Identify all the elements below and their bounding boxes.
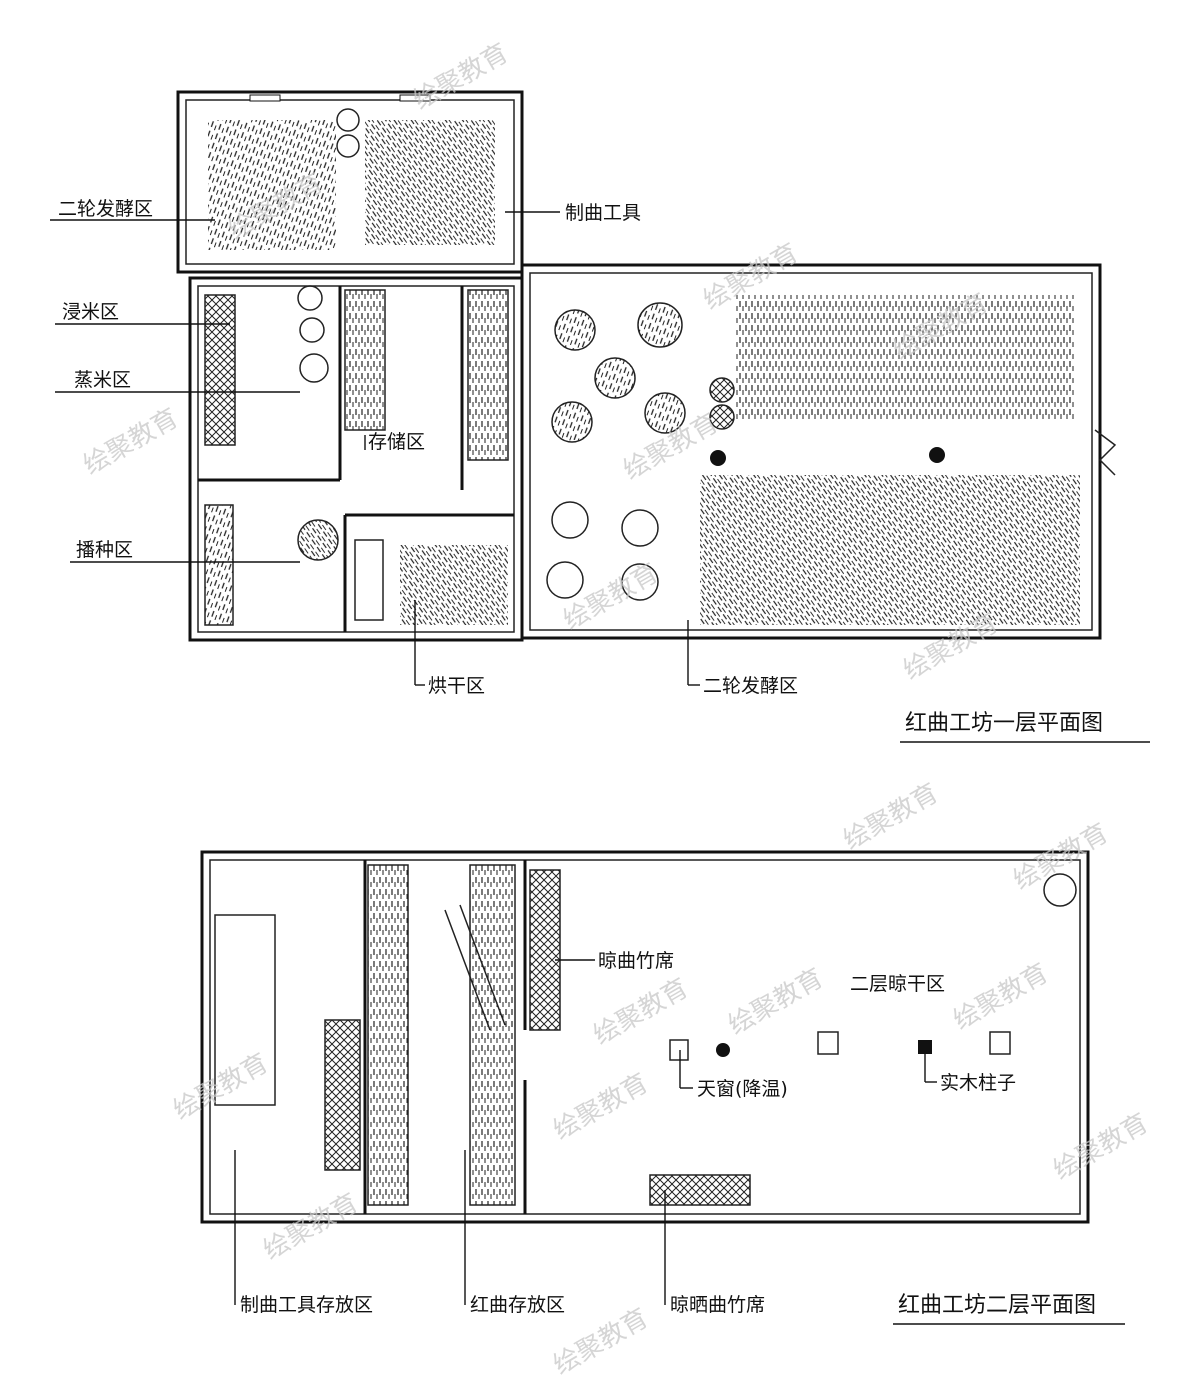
watermark-text: 绘聚教育 [724,963,829,1041]
watermark-text: 绘聚教育 [169,1048,274,1126]
skylight-icon [817,1031,839,1055]
fermentation-bed [365,120,495,245]
label-tool-storage: 制曲工具存放区 [240,1294,373,1316]
fermentation-bed [735,295,1075,420]
worker-figure-icon [336,108,360,132]
drying-bed [400,545,508,625]
column-icon [710,450,726,466]
label-koji-tools: 制曲工具 [565,202,641,224]
label-wood-column: 实木柱子 [940,1072,1016,1094]
watermark-text: 绘聚教育 [409,38,514,116]
watermark-text: 绘聚教育 [1049,1108,1154,1186]
floor2-title: 红曲工坊二层平面图 [898,1293,1096,1318]
label-skylight: 天窗(降温) [697,1078,788,1100]
label-second-fermentation-bottom: 二轮发酵区 [703,675,798,697]
watermark-text: 绘聚教育 [559,558,664,636]
door-icon [1094,429,1117,476]
fermentation-baskets [546,302,735,601]
skylight-icon [989,1031,1011,1055]
label-red-koji-storage: 红曲存放区 [470,1294,565,1316]
skylight-icon [669,1039,689,1061]
watermark-text: 绘聚教育 [549,1068,654,1146]
column-icon [918,1040,932,1054]
watermark-text: 绘聚教育 [259,1188,364,1266]
watermark-text: 绘聚教育 [949,958,1054,1036]
watermarks: 绘聚教育 绘聚教育 绘聚教育 绘聚教育 绘聚教育 绘聚教育 绘聚教育 绘聚教育 … [79,38,1154,1381]
label-storage: 存储区 [368,431,425,453]
floor1-plan [50,90,1117,686]
label-second-floor-drying: 二层晾干区 [850,973,945,995]
floor1-title: 红曲工坊一层平面图 [905,711,1103,736]
storage-sacks [204,285,509,626]
watermark-text: 绘聚教育 [79,403,184,481]
label-rice-steaming: 蒸米区 [74,369,131,391]
fermentation-bed [700,475,1080,625]
worker-figure-icon [336,134,360,158]
column-icon [716,1043,730,1057]
label-sun-drying-mat: 晾晒曲竹席 [670,1294,765,1316]
label-drying: 烘干区 [428,675,485,697]
watermark-text: 绘聚教育 [1009,818,1114,896]
floor2-plan [200,850,1090,1305]
label-rice-soaking: 浸米区 [62,301,119,323]
storage-racks [214,864,1077,1206]
label-second-fermentation-top: 二轮发酵区 [58,198,153,220]
column-icon [929,447,945,463]
fermentation-bed [208,120,336,250]
watermark-text: 绘聚教育 [839,778,944,856]
label-koji-drying-mat: 晾曲竹席 [598,950,674,972]
label-inoculation: 播种区 [76,539,133,561]
skylights [669,1031,1011,1061]
